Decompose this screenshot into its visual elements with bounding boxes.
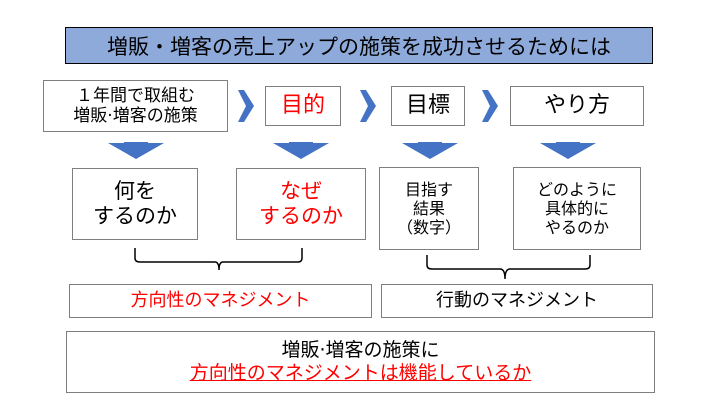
how-line1: どのように: [536, 179, 617, 199]
box-how: どのように 具体的に やるのか: [513, 167, 641, 250]
box-direction-management: 方向性のマネジメント: [69, 284, 372, 318]
direction-management-label: 方向性のマネジメント: [130, 290, 311, 312]
how-line2: 具体的に: [544, 198, 609, 218]
initiative-line1: １年間で取組む: [76, 85, 195, 106]
right-arrow-icon: [482, 90, 498, 122]
box-action-management: 行動のマネジメント: [381, 284, 653, 318]
box-initiative: １年間で取組む 増販·増客の施策: [43, 80, 228, 132]
box-why: なぜ するのか: [236, 168, 366, 240]
right-arrow-icon: [238, 90, 254, 122]
goal-label: 目標: [405, 92, 450, 118]
box-what: 何を するのか: [72, 168, 198, 240]
how-line3: やるのか: [544, 218, 609, 238]
down-arrow-icon: [402, 142, 458, 159]
why-line2: するのか: [259, 204, 343, 228]
action-management-label: 行動のマネジメント: [436, 290, 598, 312]
what-line1: 何を: [114, 178, 156, 203]
down-arrow-icon: [540, 142, 596, 159]
right-arrow-icon: [360, 90, 376, 122]
conclusion-line1: 増販·増客の施策に: [281, 339, 440, 362]
purpose-label: 目的: [280, 92, 325, 118]
target-line2: 結果: [412, 198, 445, 218]
page-title: 増販・増客の売上アップの施策を成功させるためには: [65, 27, 653, 64]
target-line1: 目指す: [404, 179, 453, 199]
box-method: やり方: [510, 86, 644, 126]
method-label: やり方: [543, 92, 610, 118]
target-line3: （数字）: [396, 218, 461, 238]
down-arrow-icon: [108, 142, 164, 159]
box-purpose: 目的: [265, 86, 341, 126]
conclusion-line2: 方向性のマネジメントは機能しているか: [189, 362, 532, 384]
down-arrow-icon: [273, 142, 329, 159]
why-line1: なぜ: [280, 178, 322, 203]
title-text: 増販・増客の売上アップの施策を成功させるためには: [107, 34, 611, 59]
box-target: 目指す 結果 （数字）: [379, 167, 479, 250]
box-goal: 目標: [391, 86, 465, 126]
box-conclusion: 増販·増客の施策に 方向性のマネジメントは機能しているか: [66, 331, 655, 393]
initiative-line2: 増販·増客の施策: [73, 106, 198, 126]
what-line2: するのか: [93, 204, 177, 228]
